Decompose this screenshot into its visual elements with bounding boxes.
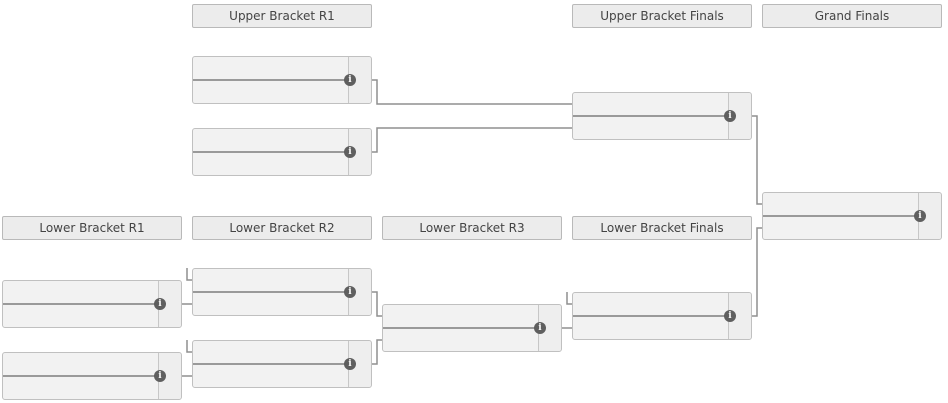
match-lb-r3[interactable]: i (382, 304, 562, 352)
match-slot-team-2[interactable] (763, 216, 919, 239)
round-header-upper-finals: Upper Bracket Finals (572, 4, 752, 28)
round-header-lower-r3: Lower Bracket R3 (382, 216, 562, 240)
connector-lb-finals (752, 227, 762, 317)
match-slot-team-2[interactable] (193, 292, 349, 315)
info-icon[interactable]: i (534, 322, 546, 334)
match-slot-team-2[interactable] (3, 376, 159, 399)
match-divider (763, 215, 941, 217)
match-divider (573, 315, 751, 317)
match-slot-team-2[interactable] (573, 316, 729, 339)
connector-ub-r1-m1 (372, 79, 572, 105)
info-icon[interactable]: i (344, 358, 356, 370)
match-lb-r1-2[interactable]: i (2, 352, 182, 400)
match-divider (3, 303, 181, 305)
round-header-lower-r2: Lower Bracket R2 (192, 216, 372, 240)
info-icon[interactable]: i (724, 110, 736, 122)
match-slot-team-1[interactable] (3, 353, 159, 376)
match-slot-team-1[interactable] (763, 193, 919, 216)
match-lb-finals[interactable]: i (572, 292, 752, 340)
match-divider (193, 151, 371, 153)
round-header-upper-r1: Upper Bracket R1 (192, 4, 372, 28)
match-lb-r1-1[interactable]: i (2, 280, 182, 328)
match-divider (573, 115, 751, 117)
round-header-lower-finals: Lower Bracket Finals (572, 216, 752, 240)
info-icon[interactable]: i (154, 370, 166, 382)
match-slot-team-1[interactable] (573, 293, 729, 316)
match-slot-team-2[interactable] (3, 304, 159, 327)
match-divider (193, 79, 371, 81)
match-slot-team-1[interactable] (573, 93, 729, 116)
match-divider (383, 327, 561, 329)
match-slot-team-1[interactable] (193, 129, 349, 152)
match-slot-team-2[interactable] (193, 80, 349, 103)
round-header-lower-r1: Lower Bracket R1 (2, 216, 182, 240)
round-header-grand-finals: Grand Finals (762, 4, 942, 28)
info-icon[interactable]: i (344, 286, 356, 298)
info-icon[interactable]: i (914, 210, 926, 222)
connector-lb-r2-m2 (372, 339, 382, 365)
info-icon[interactable]: i (724, 310, 736, 322)
match-slot-team-1[interactable] (3, 281, 159, 304)
match-slot-team-2[interactable] (383, 328, 539, 351)
match-ub-finals[interactable]: i (572, 92, 752, 140)
match-lb-r2-2[interactable]: i (192, 340, 372, 388)
connector-ub-r1-m2 (372, 127, 572, 153)
info-icon[interactable]: i (154, 298, 166, 310)
connector-ub-finals (752, 115, 762, 205)
match-divider (193, 363, 371, 365)
match-slot-team-1[interactable] (383, 305, 539, 328)
info-icon[interactable]: i (344, 146, 356, 158)
match-slot-team-1[interactable] (193, 269, 349, 292)
match-lb-r2-1[interactable]: i (192, 268, 372, 316)
connector-lb-r2-m1 (372, 291, 382, 317)
info-icon[interactable]: i (344, 74, 356, 86)
match-divider (193, 291, 371, 293)
match-slot-team-1[interactable] (193, 57, 349, 80)
match-slot-team-2[interactable] (573, 116, 729, 139)
match-divider (3, 375, 181, 377)
match-slot-team-1[interactable] (193, 341, 349, 364)
match-slot-team-2[interactable] (193, 364, 349, 387)
match-ub-r1-2[interactable]: i (192, 128, 372, 176)
match-slot-team-2[interactable] (193, 152, 349, 175)
match-grand-finals[interactable]: i (762, 192, 942, 240)
match-ub-r1-1[interactable]: i (192, 56, 372, 104)
